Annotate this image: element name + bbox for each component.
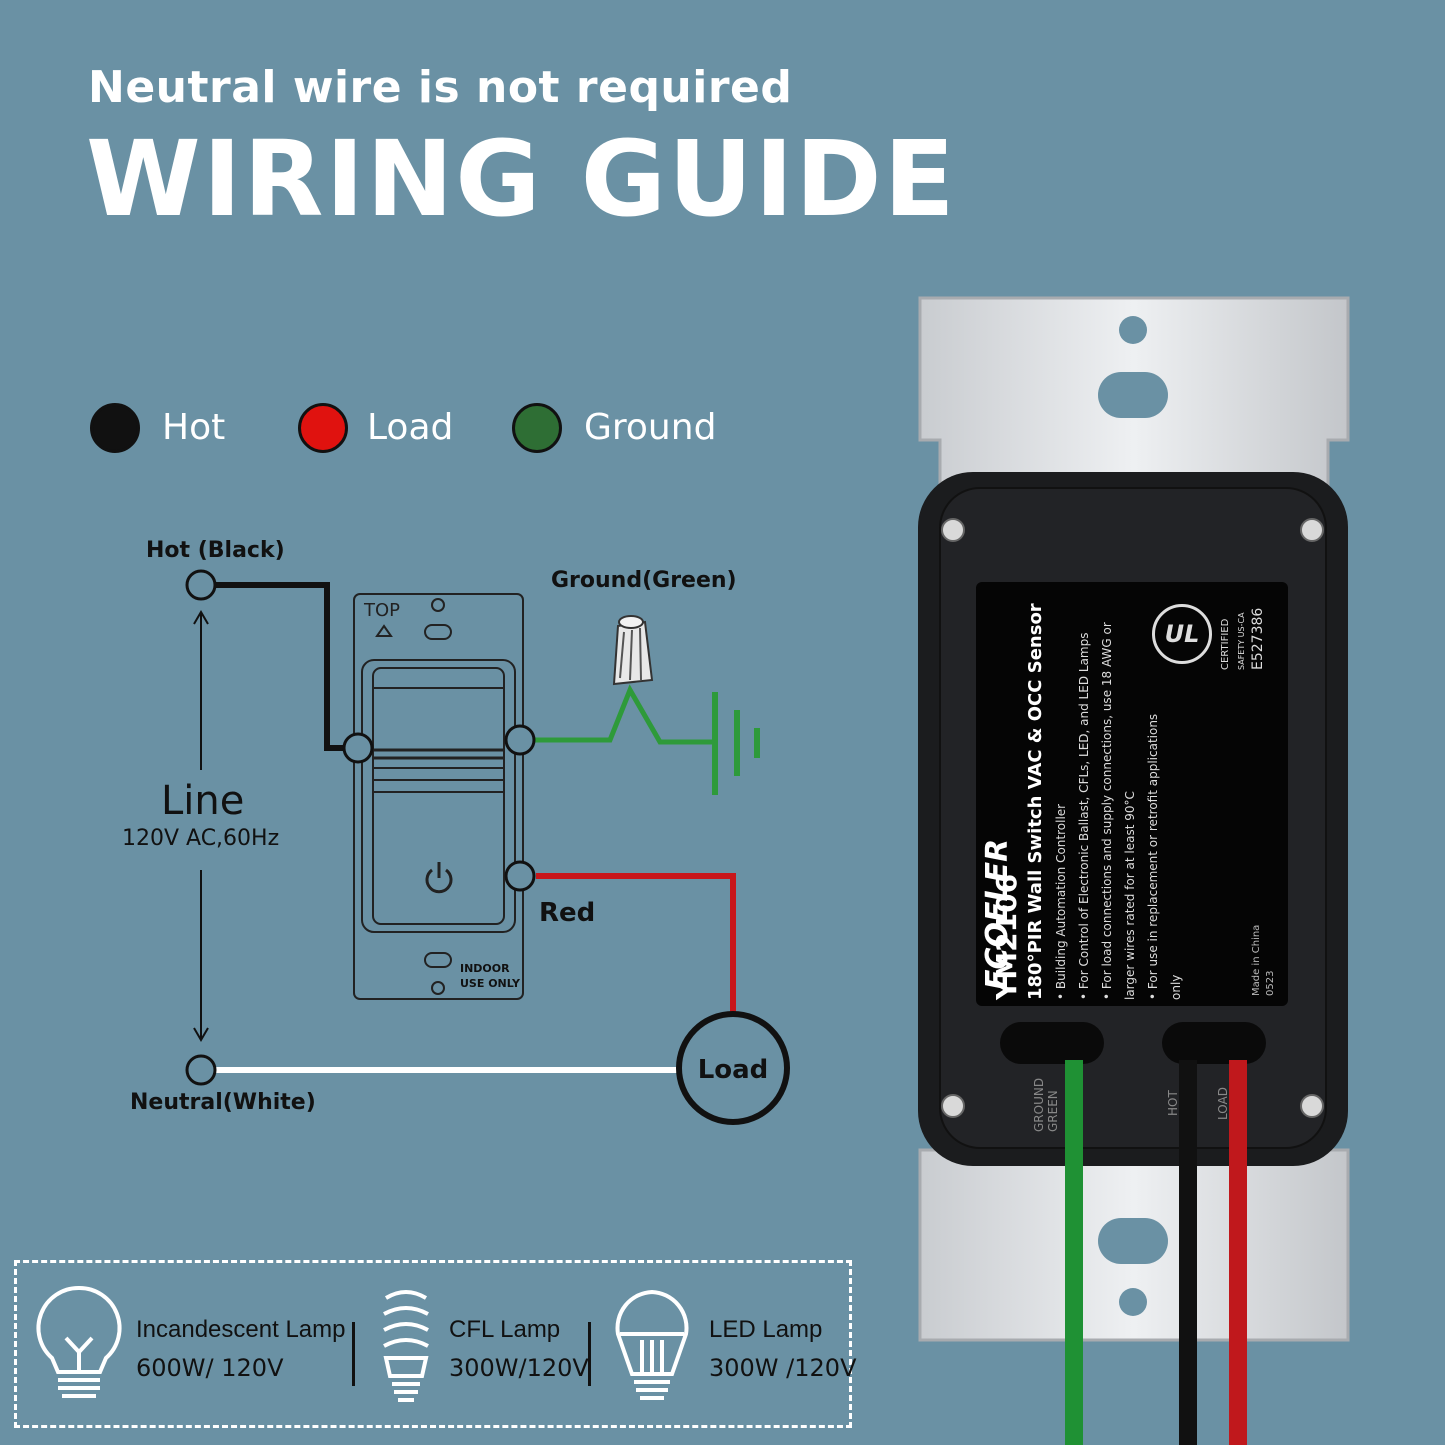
mount-slot [1098, 372, 1168, 418]
ground-green-label: Ground(Green) [551, 568, 737, 593]
product-label [976, 582, 1288, 1006]
wire-port [1162, 1022, 1266, 1064]
label-bullet: • For Control of Electronic Ballast, CFL… [1077, 632, 1091, 1000]
terminal-label-ground: GROUND GREEN [1032, 1078, 1060, 1132]
switch-use-only-label: USE ONLY [460, 977, 521, 990]
model-number: YM2106 [990, 873, 1023, 1000]
line-label: Line [161, 778, 245, 824]
led-bulb-icon [615, 1289, 689, 1400]
switch-top-label: TOP [363, 600, 400, 621]
label-bullet: • For load connections and supply connec… [1100, 622, 1114, 1000]
cfl-lamp-rating: 300W/120V [449, 1354, 589, 1382]
legend-ground-label: Ground [584, 407, 717, 448]
origin-block: Made in China 0523 [1250, 925, 1278, 996]
hot-black-label: Hot (Black) [146, 538, 285, 563]
divider [352, 1322, 355, 1386]
switch-product-photo [918, 296, 1350, 1445]
made-in-label: Made in China [1251, 924, 1262, 996]
incandescent-lamp-rating: 600W/ 120V [136, 1354, 284, 1382]
subtitle: Neutral wire is not required [88, 62, 793, 113]
hot-wire [215, 582, 358, 751]
ground-symbol [712, 692, 760, 795]
divider [588, 1322, 591, 1386]
screw-icon [941, 518, 965, 542]
label-bullet: larger wires rated for at least 90°C [1123, 791, 1137, 1000]
screw-hole [1119, 316, 1147, 344]
cfl-lamp-name: CFL Lamp [449, 1316, 561, 1343]
screw-hole [1119, 1288, 1147, 1316]
ground-wire [520, 684, 715, 745]
terminal-ground-text: GROUND [1032, 1077, 1046, 1132]
red-wire-label: Red [539, 898, 596, 928]
neutral-terminal [185, 1054, 217, 1086]
date-code: 0523 [1265, 970, 1276, 996]
terminal-green-text: GREEN [1046, 1090, 1060, 1132]
lamp-compatibility-box [14, 1260, 852, 1428]
product-description: 180°PIR Wall Switch VAC & OCC Sensor [1025, 603, 1046, 1000]
line-arrow [193, 610, 209, 1042]
red-wire [536, 873, 736, 1012]
screw-icon [1300, 1094, 1324, 1118]
neutral-white-label: Neutral(White) [130, 1090, 316, 1115]
ul-mark-icon: UL [1152, 604, 1212, 664]
cert-number: E527386 [1250, 607, 1266, 670]
terminal-label-hot: HOT [1166, 1090, 1180, 1116]
wire-nut-icon [612, 615, 654, 686]
led-lamp-rating: 300W /120V [709, 1354, 857, 1382]
hot-legend-dot [90, 403, 140, 453]
load-circle [676, 1011, 790, 1125]
ground-legend-dot [512, 403, 562, 453]
mount-slot [1098, 1218, 1168, 1264]
legend-load-label: Load [367, 407, 454, 448]
screw-icon [1300, 518, 1324, 542]
cfl-bulb-icon [383, 1290, 429, 1402]
switch-hot-terminal [342, 732, 374, 764]
hot-terminal [185, 569, 217, 601]
wire-port [1000, 1022, 1104, 1064]
terminal-label-load: LOAD [1216, 1087, 1230, 1120]
switch-load-terminal [504, 860, 536, 892]
legend-hot-label: Hot [162, 407, 226, 448]
line-spec-label: 120V AC,60Hz [122, 826, 280, 851]
incandescent-bulb-icon [36, 1285, 122, 1398]
cert-safety: SAFETY US-CA [1237, 612, 1246, 670]
switch-device [353, 593, 524, 1000]
page-title: WIRING GUIDE [86, 118, 957, 240]
label-bullet: • Building Automation Controller [1054, 803, 1068, 1000]
cert-certified: CERTIFIED [1220, 618, 1231, 670]
load-circle-label: Load [698, 1055, 769, 1085]
wiring-diagram: TOP INDOOR USE ONLY Load [185, 569, 790, 1125]
screw-icon [941, 1094, 965, 1118]
load-legend-dot [298, 403, 348, 453]
switch-ground-terminal [504, 724, 536, 756]
incandescent-lamp-name: Incandescent Lamp [136, 1316, 346, 1343]
led-lamp-name: LED Lamp [709, 1316, 823, 1343]
switch-indoor-label: INDOOR [460, 962, 510, 975]
certification-block: CERTIFIED SAFETY US-CA E527386 [1218, 608, 1266, 670]
